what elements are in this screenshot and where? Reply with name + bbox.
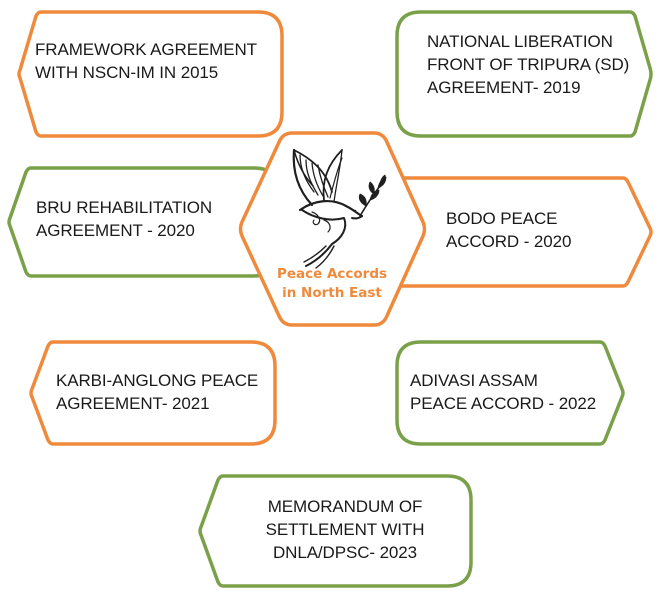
center-hexagon [238, 131, 427, 327]
dove-with-olive-branch-icon [292, 148, 387, 269]
node-label-dnla-memorandum: MEMORANDUM OF SETTLEMENT WITH DNLA/DPSC-… [265, 497, 425, 562]
node-label-adivasi-accord: ADIVASI ASSAM PEACE ACCORD - 2022 [410, 371, 597, 413]
node-label-framework-agreement: FRAMEWORK AGREEMENT WITH NSCN-IM IN 2015 [35, 40, 257, 82]
center-title: Peace Accords in North East [276, 266, 388, 301]
node-shape-nlft-agreement [395, 10, 653, 138]
node-label-karbi-anglong-agreement: KARBI-ANGLONG PEACE AGREEMENT- 2021 [56, 371, 259, 413]
node-label-bodo-accord: BODO PEACE ACCORD - 2020 [446, 209, 572, 251]
node-label-nlft-agreement: NATIONAL LIBERATION FRONT OF TRIPURA (SD… [427, 32, 630, 97]
node-shape-framework-agreement [17, 10, 284, 138]
node-shape-karbi-anglong-agreement [29, 340, 277, 446]
node-shape-adivasi-accord [395, 340, 625, 446]
node-shape-dnla-memorandum [198, 474, 473, 588]
node-label-bru-agreement: BRU REHABILITATION AGREEMENT - 2020 [36, 198, 213, 240]
